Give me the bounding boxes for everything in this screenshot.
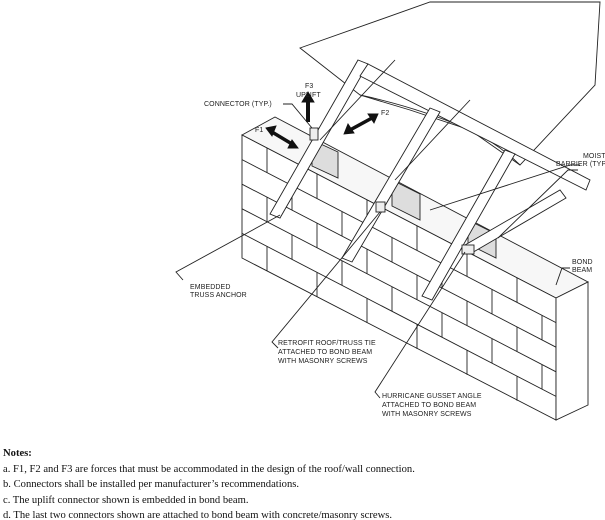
- force-arrows: [265, 91, 379, 149]
- embedded-label-1: EMBEDDED: [190, 284, 231, 291]
- leader-lines: [175, 103, 580, 399]
- uplift-label: UPLIFT: [296, 92, 321, 99]
- embedded-label-2: TRUSS ANCHOR: [190, 292, 247, 299]
- connector: [461, 244, 475, 255]
- wall-end: [555, 281, 589, 421]
- block-courses: [241, 147, 557, 401]
- mortar-joint: [241, 183, 557, 348]
- retrofit-label-2: ATTACHED TO BOND BEAM: [278, 349, 373, 356]
- note-d: d. The last two connectors shown are att…: [3, 510, 393, 520]
- mortar-joint: [241, 233, 557, 397]
- f2-label: F2: [381, 110, 390, 117]
- connector: [375, 201, 386, 213]
- moisture-label-1: MOISTURE: [583, 153, 605, 160]
- note-b: b. Connectors shall be installed per man…: [3, 479, 300, 490]
- trusses: [269, 59, 591, 301]
- bond-beam-label-1: BOND: [572, 259, 593, 266]
- gusset-label-1: HURRICANE GUSSET ANGLE: [382, 393, 482, 400]
- notes-section: Notes: a. F1, F2 and F3 are forces that …: [3, 446, 415, 520]
- note-c: c. The uplift connector shown is embedde…: [3, 494, 249, 506]
- f3-label: F3: [305, 83, 314, 90]
- diagram-drawing: [175, 1, 601, 421]
- connector-label: CONNECTOR (TYP.): [204, 101, 272, 108]
- moisture-label-2: BARRIER (TYP.): [556, 161, 605, 168]
- notes-heading: Notes:: [3, 448, 32, 459]
- bond-beam-label-2: BEAM: [572, 267, 593, 274]
- gusset-label-2: ATTACHED TO BOND BEAM: [382, 402, 477, 409]
- retrofit-label-1: RETROFIT ROOF/TRUSS TIE: [278, 340, 376, 347]
- connector: [309, 127, 319, 141]
- retrofit-label-3: WITH MASONRY SCREWS: [278, 358, 368, 365]
- f1-label: F1: [255, 127, 264, 134]
- moisture-barrier: [391, 179, 421, 221]
- mortar-joint: [241, 208, 557, 373]
- gusset-label-3: WITH MASONRY SCREWS: [382, 411, 472, 418]
- note-a: a. F1, F2 and F3 are forces that must be…: [3, 463, 415, 475]
